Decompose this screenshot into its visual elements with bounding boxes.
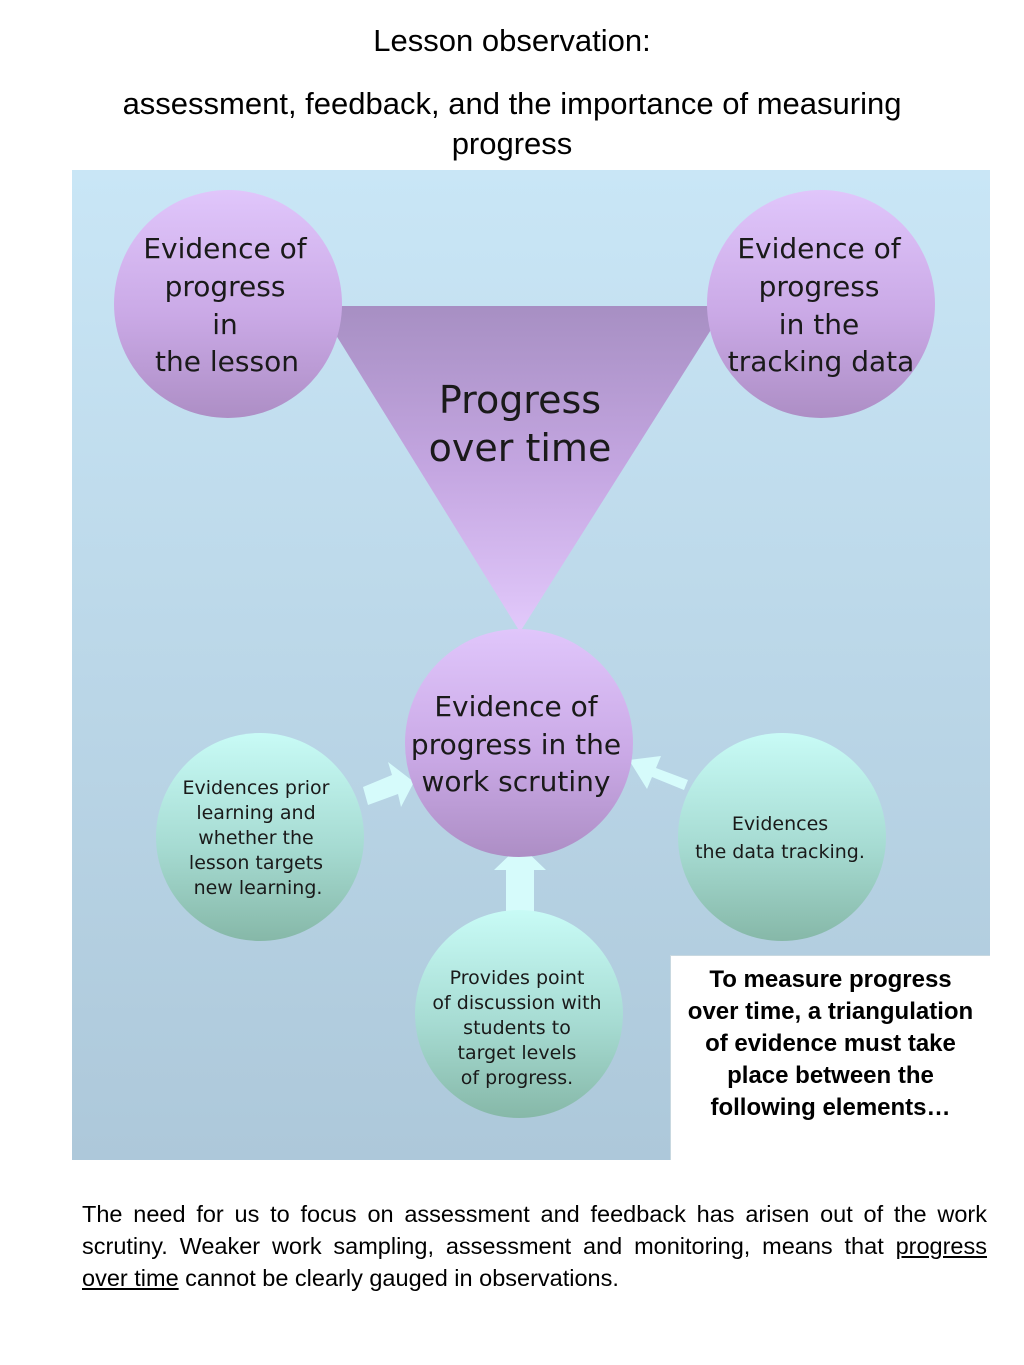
circle-label-line: Evidence of bbox=[737, 232, 901, 265]
footer-text-after: cannot be clearly gauged in observations… bbox=[178, 1265, 619, 1291]
circle-label-line: the lesson bbox=[155, 345, 299, 378]
circle-label-line: in the bbox=[779, 308, 859, 341]
footer-paragraph: The need for us to focus on assessment a… bbox=[82, 1198, 987, 1294]
footer-underlined-phrase: progress over time bbox=[82, 1233, 987, 1291]
triangle-label-line: Progress bbox=[439, 378, 601, 422]
satellite-label-line: learning and bbox=[196, 802, 315, 824]
callout-text: To measure progress over time, a triangu… bbox=[687, 966, 974, 1121]
bottom-center-circle-label: Evidence of progress in the work scrutin… bbox=[411, 690, 621, 798]
circle-label-line: tracking data bbox=[728, 345, 915, 378]
arrow-bottom-to-center bbox=[494, 845, 546, 915]
progress-triangle bbox=[318, 306, 726, 632]
bottom-satellite-label: Provides point of discussion with studen… bbox=[432, 967, 601, 1089]
circle-bottom-center bbox=[405, 629, 633, 857]
satellite-label-line: new learning. bbox=[194, 877, 323, 899]
triangle-label-line: over time bbox=[429, 426, 612, 470]
satellite-label-line: lesson targets bbox=[189, 852, 323, 874]
callout-box: To measure progress over time, a triangu… bbox=[670, 955, 990, 1160]
top-right-circle-label: Evidence of progress in the tracking dat… bbox=[728, 232, 915, 378]
satellite-label-line: students to bbox=[463, 1017, 571, 1039]
triangulation-diagram: Progress over time Evidence of progress … bbox=[72, 170, 990, 1160]
satellite-bottom bbox=[415, 910, 623, 1118]
satellite-label-line: Provides point bbox=[450, 967, 585, 989]
footer-text-before: The need for us to focus on assessment a… bbox=[82, 1201, 987, 1259]
satellite-left bbox=[156, 733, 364, 941]
top-left-circle-label: Evidence of progress in the lesson bbox=[143, 232, 307, 378]
circle-label-line: Evidence of bbox=[143, 232, 307, 265]
arrow-left-to-center bbox=[363, 762, 414, 807]
satellite-label-line: of discussion with bbox=[432, 992, 601, 1014]
right-satellite-label: Evidences the data tracking. bbox=[695, 813, 865, 863]
page-subtitle: assessment, feedback, and the importance… bbox=[122, 86, 902, 161]
satellite-label-line: of progress. bbox=[461, 1067, 573, 1089]
circle-label-line: progress bbox=[759, 270, 880, 303]
circle-label-line: work scrutiny bbox=[422, 765, 611, 798]
circle-label-line: progress bbox=[165, 270, 286, 303]
satellite-label-line: target levels bbox=[458, 1042, 577, 1064]
satellite-label-line: Evidences bbox=[732, 813, 828, 835]
satellite-label-line: Evidences prior bbox=[183, 777, 330, 799]
circle-label-line: Evidence of bbox=[434, 690, 598, 723]
satellite-right bbox=[678, 733, 886, 941]
satellite-label-line: the data tracking. bbox=[695, 841, 865, 863]
circle-label-line: progress in the bbox=[411, 728, 621, 761]
left-satellite-label: Evidences prior learning and whether the… bbox=[183, 777, 330, 899]
satellite-label-line: whether the bbox=[198, 827, 313, 849]
arrow-right-to-center bbox=[629, 756, 688, 790]
triangle-label: Progress over time bbox=[429, 378, 612, 470]
page-title: Lesson observation: bbox=[373, 23, 651, 58]
circle-label-line: in bbox=[212, 308, 238, 341]
circle-top-right bbox=[707, 190, 935, 418]
circle-top-left bbox=[114, 190, 342, 418]
